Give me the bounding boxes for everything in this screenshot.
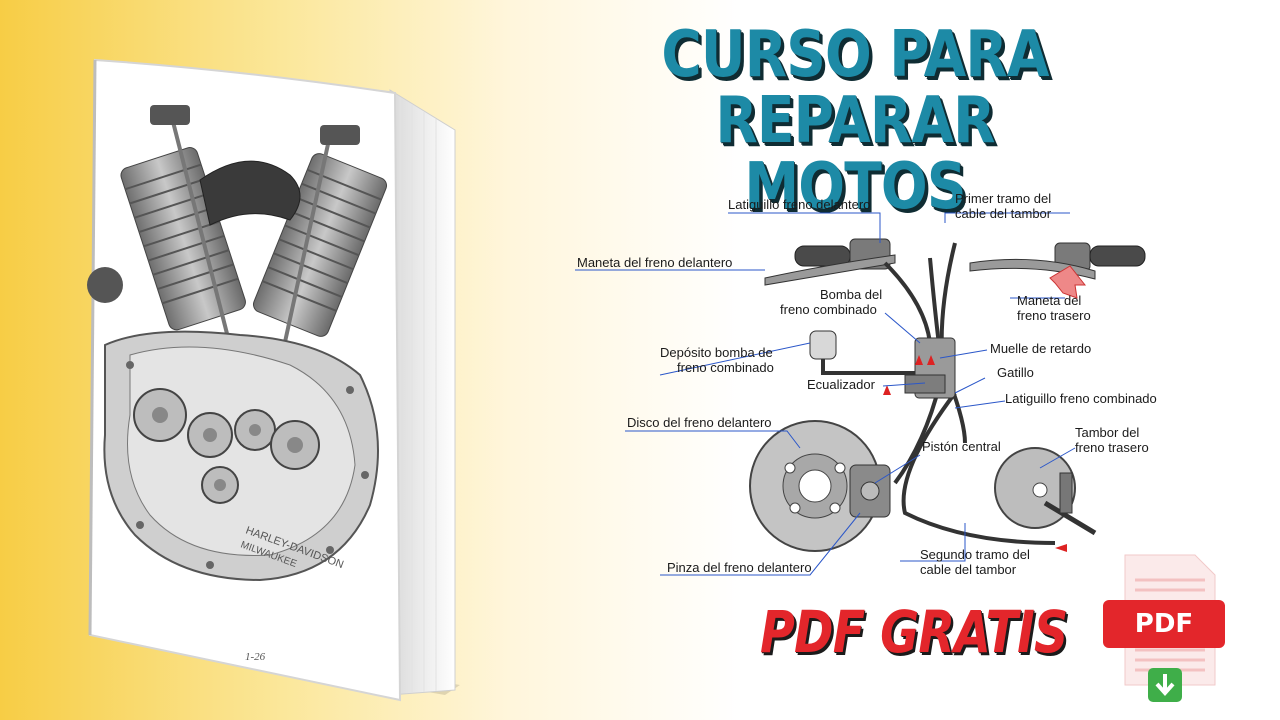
label-deposito-2: freno combinado xyxy=(677,360,774,375)
label-ecualizador: Ecualizador xyxy=(807,377,876,392)
pump-reservoir xyxy=(809,330,837,360)
pdf-gratis-text[interactable]: PDF GRATIS xyxy=(760,598,1068,666)
book-illustration: HARLEY-DAVIDSON MILWAUKEE 1-26 xyxy=(87,58,460,702)
label-maneta-delantero: Maneta del freno delantero xyxy=(577,255,732,270)
label-pinza: Pinza del freno delantero xyxy=(667,560,812,575)
label-muelle: Muelle de retardo xyxy=(990,341,1091,356)
label-segundo-tramo-2: cable del tambor xyxy=(920,562,1017,577)
label-deposito-1: Depósito bomba de xyxy=(660,345,773,360)
label-primer-tramo-1: Primer tramo del xyxy=(955,191,1051,206)
book-cover: HARLEY-DAVIDSON MILWAUKEE 1-26 xyxy=(60,35,480,705)
brake-diagram: Latiguillo freno delantero Primer tramo … xyxy=(565,183,1185,583)
label-latiguillo-combinado: Latiguillo freno combinado xyxy=(1005,391,1157,406)
headline-line-1: CURSO PARA xyxy=(661,18,1049,92)
label-maneta-trasero-2: freno trasero xyxy=(1017,308,1091,323)
brake-diagram-svg: Latiguillo freno delantero Primer tramo … xyxy=(575,191,1157,577)
pdf-file-icon: PDF xyxy=(1103,554,1225,702)
label-disco: Disco del freno delantero xyxy=(627,415,772,430)
pdf-download-badge[interactable]: PDF xyxy=(1100,550,1230,710)
label-bomba-1: Bomba del xyxy=(820,287,882,302)
headline: CURSO PARA REPARAR MOTOS xyxy=(597,22,1113,220)
label-piston: Pistón central xyxy=(922,439,1001,454)
headline-line-2: REPARAR MOTOS xyxy=(715,84,995,224)
label-tambor-2: freno trasero xyxy=(1075,440,1149,455)
label-segundo-tramo-1: Segundo tramo del xyxy=(920,547,1030,562)
label-bomba-2: freno combinado xyxy=(780,302,877,317)
pdf-label: PDF xyxy=(1135,609,1193,639)
front-lever xyxy=(764,254,896,286)
red-arrow-icon xyxy=(1049,265,1087,299)
page-note: 1-26 xyxy=(245,651,266,663)
label-primer-tramo-2: cable del tambor xyxy=(955,206,1052,221)
right-grip xyxy=(1089,245,1146,267)
label-maneta-trasero-1: Maneta del xyxy=(1017,293,1081,308)
label-gatillo: Gatillo xyxy=(997,365,1034,380)
label-tambor-1: Tambor del xyxy=(1075,425,1139,440)
label-latiguillo-delantero: Latiguillo freno delantero xyxy=(728,197,870,212)
rear-lever xyxy=(969,258,1096,280)
engine-drawing xyxy=(87,105,388,582)
